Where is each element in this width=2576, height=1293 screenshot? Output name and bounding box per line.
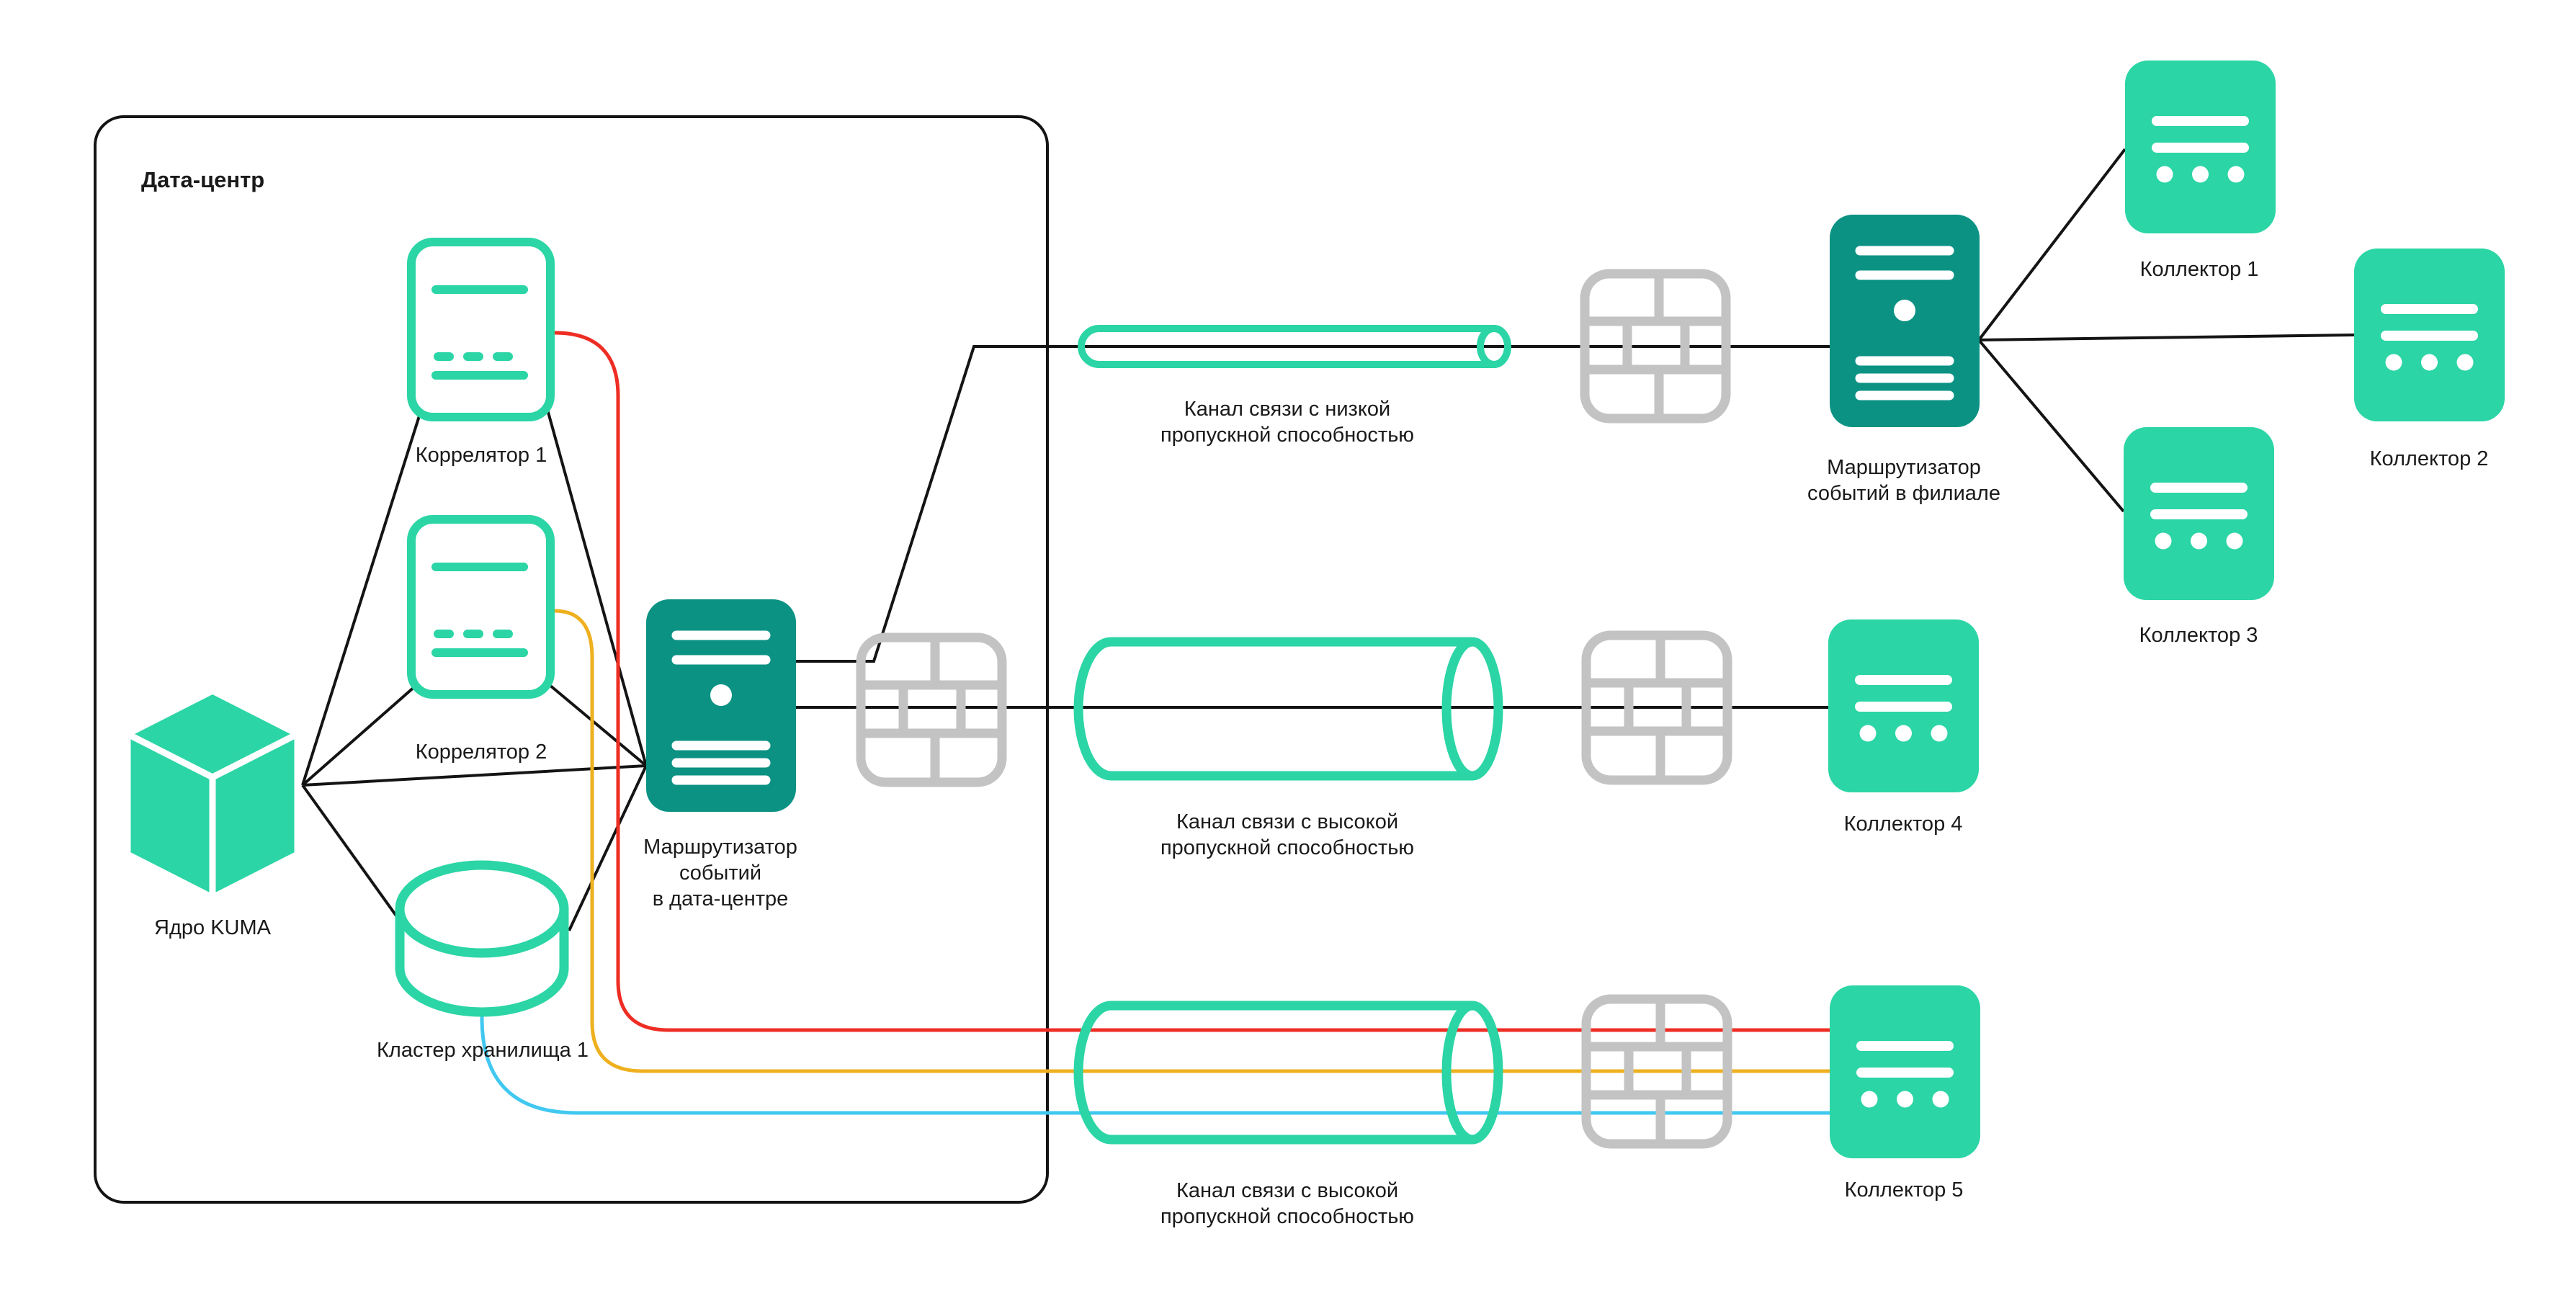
server-icon-dc-router [646, 599, 796, 812]
collector-2-label: Коллектор 2 [2369, 447, 2489, 470]
channel-high-1-label-line1: Канал связи с высокой [1176, 810, 1399, 833]
channel-low-label-line1: Канал связи с низкой [1184, 398, 1391, 421]
collector-icon-3 [2124, 427, 2274, 600]
channel-low-label: Канал связи с низкой пропускной способно… [1160, 396, 1414, 448]
datacenter-title: Дата-центр [141, 167, 265, 192]
cylinder-icon-channel-high-2 [1072, 1001, 1521, 1145]
edge-branch-router-collector2 [1978, 334, 2355, 341]
collector-1-label: Коллектор 1 [2139, 258, 2259, 281]
dc-router-label-line2: событий [679, 862, 762, 885]
server-icon-branch-router [1830, 215, 1980, 427]
edge-core-dc-router [302, 764, 647, 787]
branch-router-label-line1: Маршрутизатор [1827, 456, 1981, 479]
edge-core-correlator2 [301, 679, 423, 787]
channel-high-2-label: Канал связи с высокой пропускной способн… [1160, 1178, 1414, 1230]
edge-storage-dc-router [568, 765, 648, 931]
edge-core-correlator1 [301, 408, 423, 786]
edge-red-correlator1-collector5 [554, 331, 1830, 1032]
dc-router-label-line3: в дата-центре [652, 887, 789, 911]
firewall-icon-mid [1581, 630, 1732, 785]
collector-icon-5 [1830, 985, 1980, 1158]
edge-yellow-correlator2-collector5 [554, 609, 1830, 1073]
dc-router-label-line1: Маршрутизатор [643, 836, 797, 859]
dc-router-label: Маршрутизатор событий в дата-центре [643, 834, 797, 912]
channel-low-label-line2: пропускной способностью [1160, 424, 1415, 447]
firewall-icon-top [1580, 269, 1731, 424]
storage-cluster-label: Кластер хранилища 1 [377, 1039, 589, 1062]
channel-high-2-label-line2: пропускной способностью [1160, 1205, 1415, 1228]
edge-core-storage [301, 784, 406, 929]
pipe-icon-channel-low [1072, 325, 1521, 368]
edge-cyan-storage-collector5 [480, 1014, 1830, 1115]
collector-3-label: Коллектор 3 [2139, 624, 2258, 647]
collector-5-label: Коллектор 5 [1844, 1178, 1964, 1202]
collector-icon-4 [1828, 619, 1979, 792]
collector-4-label: Коллектор 4 [1843, 813, 1963, 836]
edge-dc-router-channel-low-branch-router [796, 345, 1830, 663]
channel-high-2-label-line1: Канал связи с высокой [1176, 1179, 1399, 1202]
kuma-core-label: Ядро KUMA [154, 916, 271, 939]
branch-router-label-line2: событий в филиале [1807, 482, 2000, 505]
edge-correlator1-dc-router [544, 401, 648, 766]
channel-high-1-label-line2: пропускной способностью [1160, 836, 1415, 859]
edge-branch-router-collector3 [1977, 339, 2125, 513]
correlator-1-label: Коррелятор 1 [415, 444, 547, 467]
firewall-icon-dc [856, 632, 1007, 787]
firewall-icon-bottom [1581, 994, 1732, 1149]
cylinder-icon-channel-high-1 [1072, 637, 1521, 781]
cube-icon [122, 688, 303, 900]
database-icon-storage [395, 859, 569, 1017]
document-icon-correlator-2 [407, 515, 555, 699]
document-icon-correlator-1 [407, 238, 555, 421]
datacenter-box [94, 115, 1049, 1204]
branch-router-label: Маршрутизатор событий в филиале [1807, 455, 2000, 506]
correlator-2-label: Коррелятор 2 [415, 741, 547, 764]
channel-high-1-label: Канал связи с высокой пропускной способн… [1160, 809, 1414, 861]
edge-branch-router-collector1 [1977, 148, 2126, 341]
collector-icon-1 [2125, 61, 2276, 233]
edge-correlator2-dc-router [544, 680, 648, 767]
collector-icon-2 [2354, 249, 2505, 421]
